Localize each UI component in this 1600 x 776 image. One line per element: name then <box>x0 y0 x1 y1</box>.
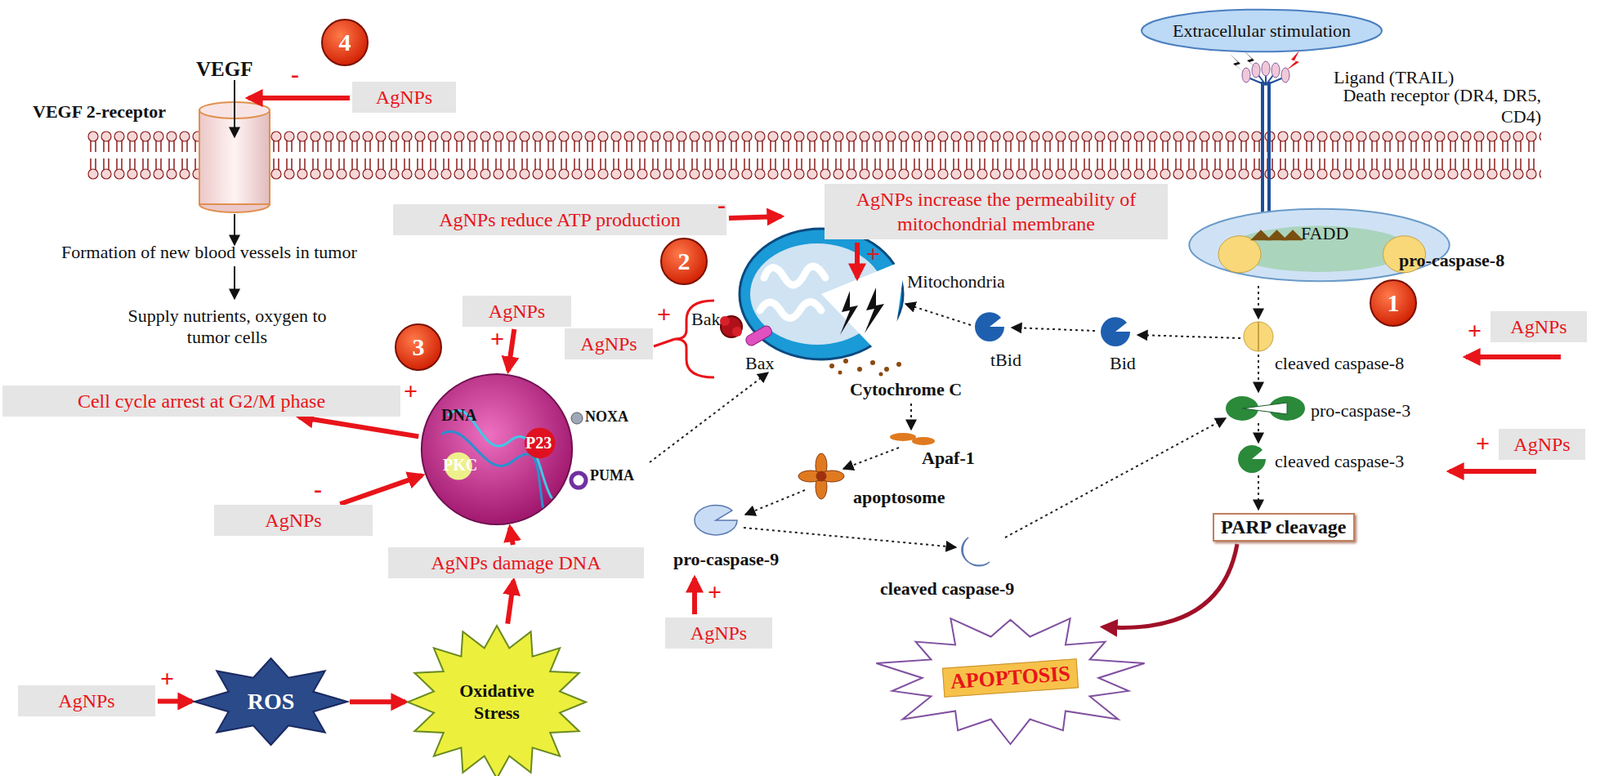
ros-star: ROS <box>194 658 348 746</box>
effect-box: Cell cycle arrest at G2/M phase <box>2 385 401 417</box>
effect-sign: + <box>656 302 671 327</box>
label: cleaved caspase-9 <box>880 578 1015 600</box>
node-text: AgNPs <box>375 86 433 108</box>
nucleus: DNA P23PKC <box>420 372 574 527</box>
node-text: DNA <box>441 406 477 425</box>
stimulus-ellipse: Extracellular stimulation <box>1139 8 1385 54</box>
effect-box: AgNPs damage DNA <box>388 547 644 579</box>
label: apoptosome <box>853 487 945 509</box>
node-text: AgNPs damage DNA <box>431 552 602 574</box>
label: Mitochondria <box>907 271 1006 293</box>
stress-star: Oxidative Stress <box>407 625 586 776</box>
label: pro-caspase-3 <box>1310 400 1411 422</box>
label: tBid <box>990 349 1022 371</box>
callout-number: 4 <box>339 30 352 55</box>
node-text: AgNPs reduce ATP production <box>438 209 681 231</box>
effect-sign: + <box>866 241 881 267</box>
agnps-box: AgNPs <box>352 81 456 113</box>
effect-sign: + <box>1475 431 1490 456</box>
node-text: AgNPs increase the permeability of mitoc… <box>856 188 1137 235</box>
arrow-connector <box>507 581 514 625</box>
label: NOXA <box>585 408 629 427</box>
effect-box: AgNPs increase the permeability of mitoc… <box>824 183 1168 240</box>
callout-number: 3 <box>412 335 425 360</box>
node-text: AgNPs <box>580 333 637 355</box>
agnps-box: AgNPs <box>665 617 773 649</box>
label: Apaf-1 <box>921 447 975 470</box>
node-text: AgNPs <box>58 690 115 712</box>
label: PUMA <box>589 467 635 486</box>
parp-box: PARP cleavage <box>1212 513 1355 542</box>
node-text: FADD <box>1300 223 1349 245</box>
label: Bak <box>691 308 720 331</box>
node-text: AgNPs <box>1510 316 1567 338</box>
effect-sign: - <box>313 477 322 502</box>
effect-sign: - <box>717 192 726 218</box>
node-text: ROS <box>247 688 295 716</box>
node-text: AgNPs <box>1513 433 1570 456</box>
node-text: AgNPs <box>690 622 747 644</box>
effect-sign: + <box>1467 318 1482 344</box>
label: VEGF <box>196 57 253 82</box>
node-text: AgNPs <box>264 509 322 532</box>
label: VEGF 2-receptor <box>32 101 166 123</box>
arrow-connector <box>349 699 406 705</box>
agnps-box: AgNPs <box>1498 429 1586 461</box>
fadd-complex-shape <box>1186 206 1453 284</box>
label: cleaved caspase-8 <box>1274 353 1404 375</box>
node-text: P23 <box>525 433 552 453</box>
node-text: Cell cycle arrest at G2/M phase <box>77 390 326 412</box>
arrow-connector <box>509 527 514 546</box>
node-text: Extracellular stimulation <box>1172 20 1351 42</box>
effect-sign: + <box>490 326 505 352</box>
arrow-connector <box>299 416 419 437</box>
label: Formation of new blood vessels in tumor <box>61 241 358 264</box>
effect-sign: + <box>707 580 722 605</box>
arrow-connector <box>157 698 193 704</box>
arrow-connector <box>1103 544 1238 628</box>
label: pro-caspase-8 <box>1398 250 1505 272</box>
apoptosis-burst: APOPTOSIS <box>872 612 1149 745</box>
effect-sign: - <box>290 62 300 87</box>
agnps-box: AgNPs <box>462 295 572 327</box>
fadd-complex: FADD <box>1186 206 1453 284</box>
node-text: Oxidative Stress <box>447 680 546 725</box>
agnps-box: AgNPs <box>214 505 373 537</box>
agnps-box: AgNPs <box>564 328 653 360</box>
agnps-box: AgNPs <box>1490 311 1587 343</box>
label: Bid <box>1109 353 1136 375</box>
label: Bax <box>745 353 774 375</box>
node-text: PKC <box>442 455 478 475</box>
label: Supply nutrients, oxygen to tumor cells <box>120 305 334 349</box>
label: pro-caspase-9 <box>673 549 779 571</box>
label: Cytochrome C <box>849 379 962 401</box>
label: Death receptor (DR4, DR5, CD4) <box>1310 84 1542 129</box>
arrow-connector <box>339 475 422 505</box>
agnps-box: AgNPs <box>17 685 156 717</box>
arrow-connector <box>508 329 514 371</box>
effect-sign: + <box>403 379 418 404</box>
effect-sign: + <box>160 666 175 692</box>
effect-box: AgNPs reduce ATP production <box>393 204 727 236</box>
callout-number: 2 <box>678 249 691 274</box>
label: cleaved caspase-3 <box>1274 451 1404 473</box>
node-text: AgNPs <box>488 300 546 322</box>
callout-number: 1 <box>1387 290 1400 316</box>
node-text: PARP cleavage <box>1220 516 1347 538</box>
